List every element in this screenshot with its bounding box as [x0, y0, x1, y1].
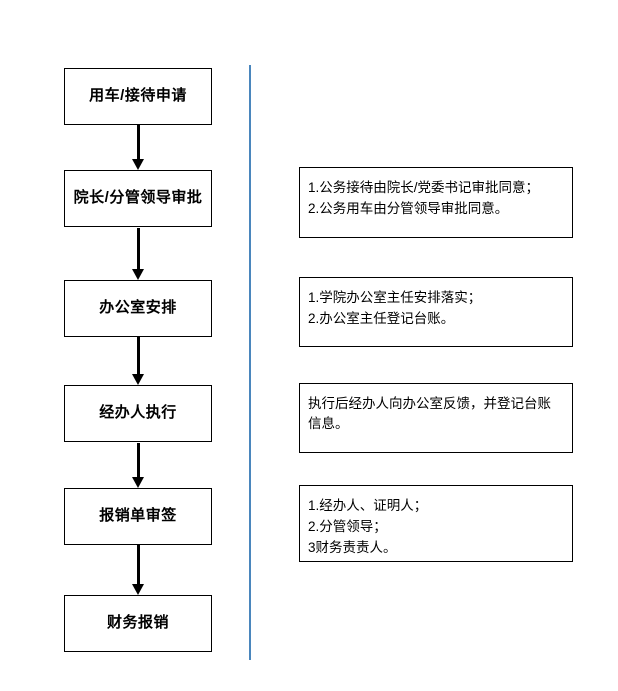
arrow-head-down-icon — [132, 159, 144, 170]
note-line: 执行后经办人向办公室反馈，并登记台账信息。 — [308, 396, 551, 432]
arrow-head-down-icon — [132, 269, 144, 280]
arrow-stem — [137, 545, 140, 584]
process-label-step-3: 办公室安排 — [99, 299, 177, 317]
vertical-divider — [249, 65, 251, 660]
process-label-step-1: 用车/接待申请 — [89, 87, 187, 105]
arrow-head-down-icon — [132, 477, 144, 488]
note-line: 1.公务接待由院长/党委书记审批同意； — [308, 180, 540, 195]
process-box-step-1[interactable]: 用车/接待申请 — [64, 68, 212, 125]
process-label-step-4: 经办人执行 — [99, 404, 177, 422]
connector-arrow-5 — [132, 545, 145, 595]
process-label-step-2: 院长/分管领导审批 — [73, 189, 203, 207]
process-box-step-5[interactable]: 报销单审签 — [64, 488, 212, 545]
connector-arrow-2 — [132, 228, 145, 280]
note-box-3[interactable]: 执行后经办人向办公室反馈，并登记台账信息。 — [299, 383, 573, 453]
note-box-2[interactable]: 1.学院办公室主任安排落实； 2.办公室主任登记台账。 — [299, 277, 573, 347]
process-label-step-6: 财务报销 — [106, 614, 169, 632]
process-label-step-5: 报销单审签 — [99, 507, 177, 525]
arrow-stem — [137, 337, 140, 374]
process-box-step-4[interactable]: 经办人执行 — [64, 385, 212, 442]
note-line: 2.分管领导； — [308, 518, 387, 534]
note-line: 1.经办人、证明人； — [308, 498, 428, 513]
connector-arrow-3 — [132, 337, 145, 385]
arrow-head-down-icon — [132, 584, 144, 595]
arrow-stem — [137, 228, 140, 269]
process-box-step-6[interactable]: 财务报销 — [64, 595, 212, 652]
note-line: 2.办公室主任登记台账。 — [308, 310, 455, 326]
arrow-head-down-icon — [132, 374, 144, 385]
note-line: 3财务责责人。 — [308, 539, 397, 555]
arrow-stem — [137, 125, 140, 159]
note-line: 2.公务用车由分管领导审批同意。 — [308, 200, 509, 216]
note-box-4[interactable]: 1.经办人、证明人； 2.分管领导； 3财务责责人。 — [299, 485, 573, 562]
note-box-1[interactable]: 1.公务接待由院长/党委书记审批同意； 2.公务用车由分管领导审批同意。 — [299, 167, 573, 238]
arrow-stem — [137, 443, 140, 477]
connector-arrow-1 — [132, 125, 145, 170]
process-box-step-3[interactable]: 办公室安排 — [64, 280, 212, 337]
connector-arrow-4 — [132, 443, 145, 488]
note-line: 1.学院办公室主任安排落实； — [308, 290, 482, 305]
process-box-step-2[interactable]: 院长/分管领导审批 — [64, 170, 212, 227]
